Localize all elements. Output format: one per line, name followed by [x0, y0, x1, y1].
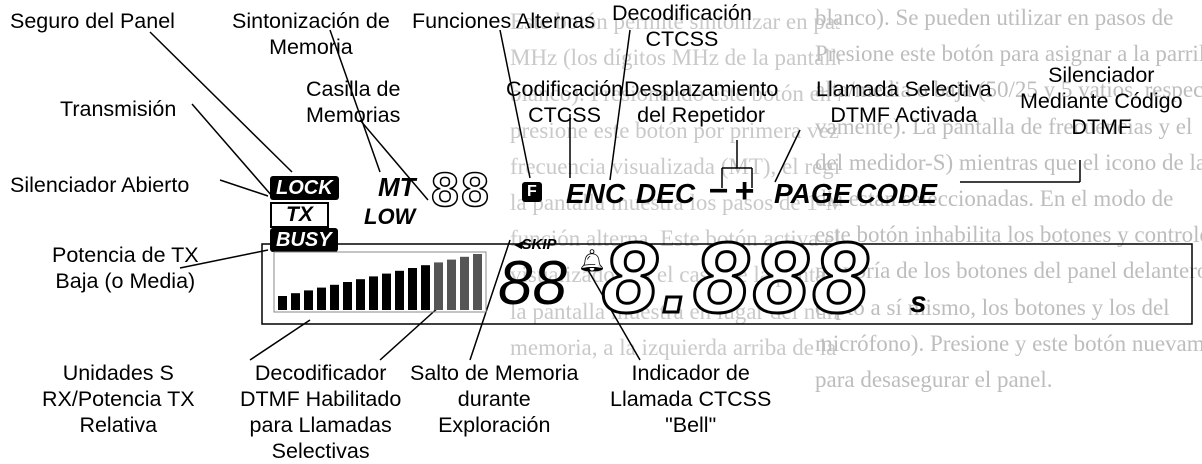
lcd-small-digits: 88 [498, 249, 567, 318]
lcd-mt-indicator: MT [378, 172, 416, 202]
leader-sintonizacion [329, 29, 381, 173]
s-meter-segment [304, 290, 313, 310]
s-meter-segment [460, 256, 469, 310]
leader-potencia [179, 249, 269, 269]
lcd-page-indicator: PAGE [774, 178, 852, 209]
lcd-minus-indicator: − [708, 172, 728, 210]
label-llamada-selectiva: Llamada Selectiva DTMF Activada [816, 77, 992, 127]
s-meter-segment [356, 279, 365, 310]
s-meter-segment [369, 276, 378, 310]
label-decodificacion-ctcss: Decodificación CTCSS [612, 1, 752, 51]
s-meter-segment [330, 284, 339, 310]
s-meter-segment [421, 265, 430, 310]
label-codificacion-ctcss: Codificación CTCSS [506, 77, 624, 127]
lcd-frequency-digits: 8.888 [600, 222, 873, 334]
lcd-f-indicator: F [522, 182, 542, 202]
leader-transmision [191, 103, 273, 197]
leader-llamada-selectiva [774, 129, 801, 183]
lcd-dec-indicator: DEC [636, 178, 696, 209]
label-funciones-alternas: Funciones Alternas [412, 9, 595, 33]
lcd-code-indicator: CODE [856, 178, 937, 209]
leader-decodificador [379, 305, 441, 361]
lcd-tx-indicator: TX [270, 202, 329, 228]
s-meter-segment [408, 268, 417, 310]
leader-funciones [499, 29, 531, 179]
background-text-right: blanco). Se pueden utilizar en pasos de … [815, 5, 1202, 393]
leader-unidades [249, 319, 311, 361]
background-text-center: Este botón permite sintonizar en pasos d… [510, 9, 840, 360]
lcd-plus-indicator: + [734, 172, 754, 210]
leader-salto [469, 239, 511, 361]
lcd-enc-indicator: ENC [566, 178, 626, 209]
s-meter-bargraph [273, 251, 487, 313]
s-meter-segment [434, 262, 443, 310]
lcd-memory-channel: 88 [429, 165, 491, 222]
label-silenciador-dtmf: Silenciador Mediante Código DTMF [1020, 63, 1183, 139]
s-meter-segment [343, 282, 352, 310]
s-meter-segment [291, 293, 300, 310]
label-casilla-memorias: Casilla de Memorias [306, 77, 401, 127]
leader-indicador [587, 269, 641, 361]
leader-seguro [149, 31, 293, 173]
leader-casilla [359, 119, 429, 201]
label-decodificador-dtmf: Decodificador DTMF Habilitado para Llama… [240, 361, 402, 463]
label-potencia-tx: Potencia de TX Baja (o Media) [52, 243, 199, 293]
label-indicador-llamada: Indicador de Llamada CTCSS "Bell" [610, 361, 772, 437]
label-salto-memoria: Salto de Memoria durante Exploración [410, 361, 579, 437]
label-transmision: Transmisión [60, 97, 177, 121]
s-meter-segment [382, 273, 391, 310]
s-meter-segment [473, 254, 482, 310]
s-meter-segment [278, 296, 287, 310]
label-silenciador-abierto: Silenciador Abierto [10, 173, 190, 197]
label-sintonizacion-memoria: Sintonización de Memoria [232, 9, 390, 59]
lcd-frame [261, 243, 1193, 325]
lcd-low-indicator: LOW [364, 204, 416, 229]
label-unidades-s: Unidades S RX/Potencia TX Relativa [42, 361, 195, 437]
s-meter-segment [447, 259, 456, 310]
bell-icon: 🔔︎ [578, 248, 606, 273]
s-meter-segment [317, 287, 326, 310]
lcd-lock-indicator: LOCK [270, 176, 339, 200]
label-desplazamiento-repetidor: Desplazamiento del Repetidor [624, 77, 779, 127]
s-meter-segment [395, 270, 404, 310]
leader-decodificacion [609, 29, 631, 181]
lcd-busy-indicator: BUSY [270, 228, 338, 252]
lcd-sub-s: s [910, 286, 927, 319]
label-seguro-panel: Seguro del Panel [10, 9, 175, 33]
leader-silenciador-abierto [219, 179, 269, 197]
lcd-skip-indicator: ◂SKIP [514, 236, 557, 253]
